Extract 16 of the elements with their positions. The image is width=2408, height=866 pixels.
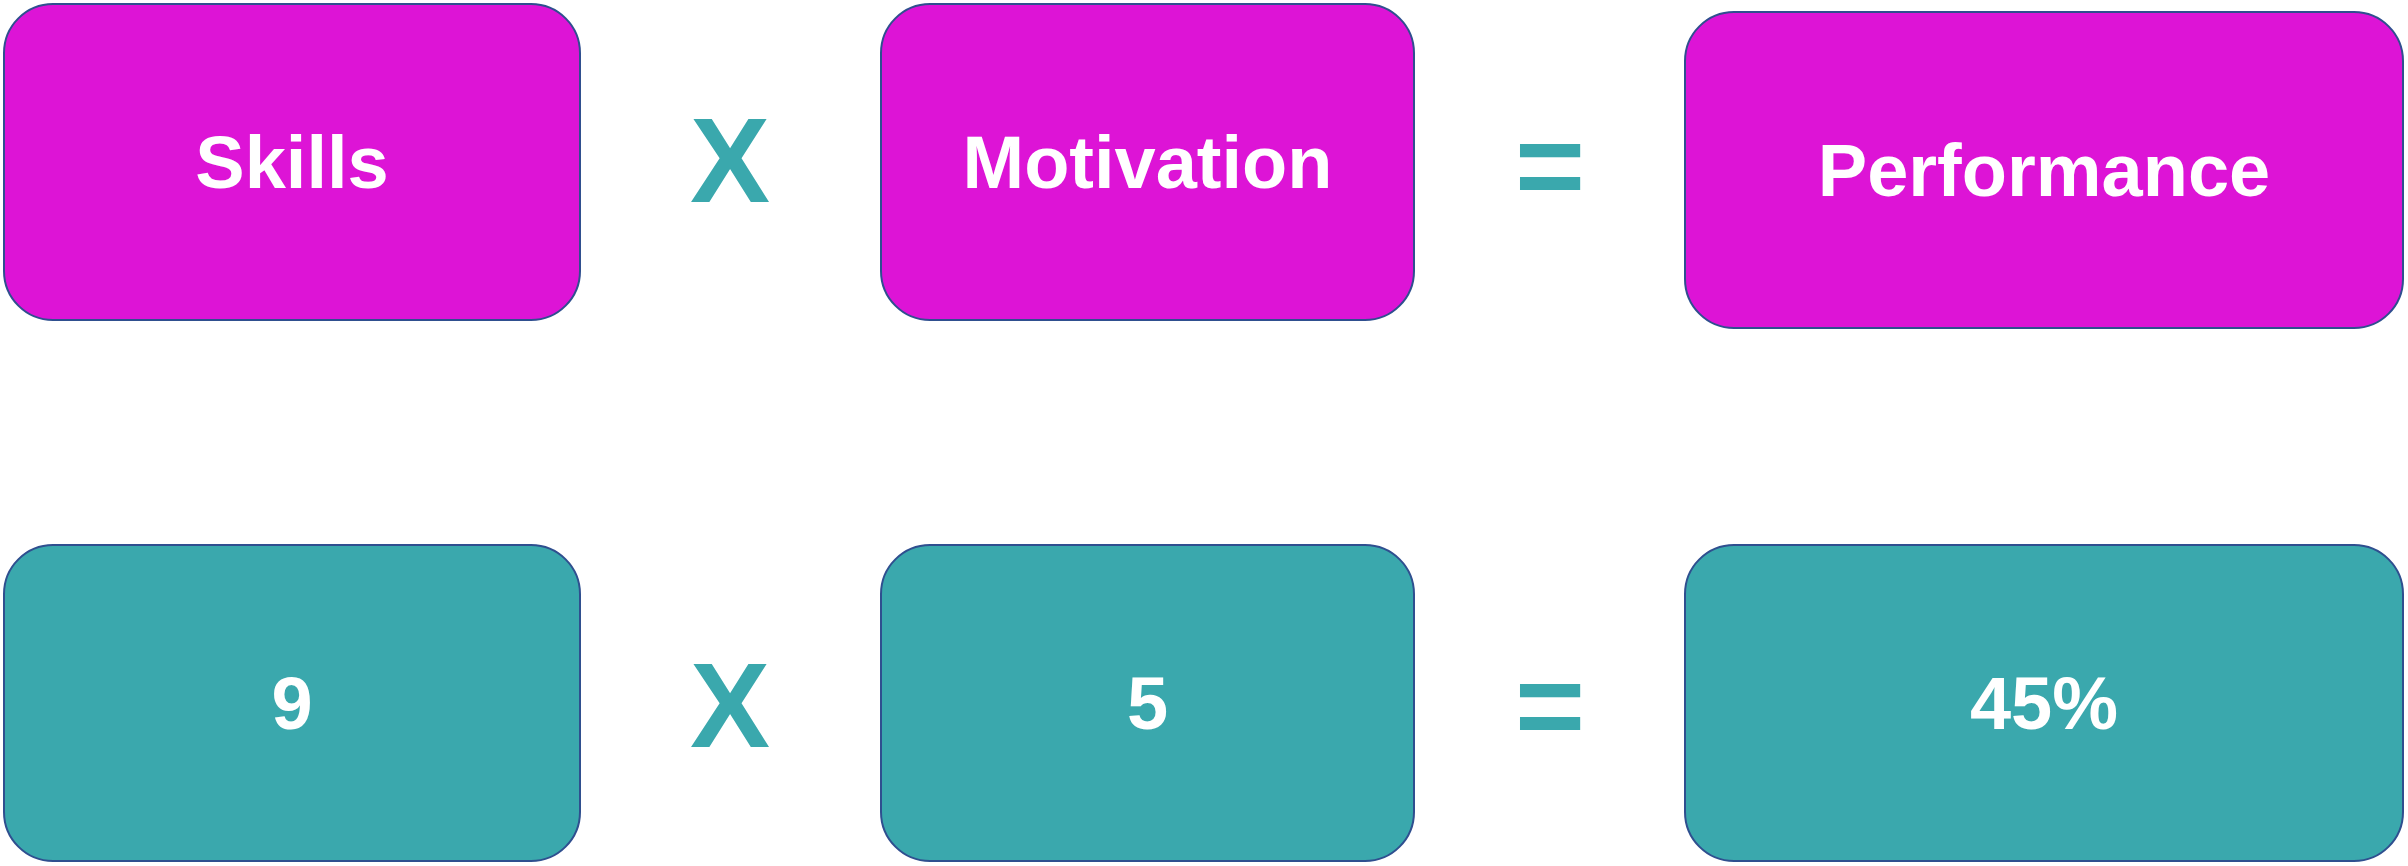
factor-label: Performance [1817,127,2271,213]
value-box [1684,544,2404,862]
equals-sign: = [1514,105,1586,225]
equals-sign: = [1514,645,1586,765]
factor-label: Motivation [962,119,1333,205]
value-box [880,544,1415,862]
multiply-sign: X [690,645,770,765]
multiply-sign: X [690,100,770,220]
value-text: 9 [271,660,313,746]
factor-label: Skills [195,119,389,205]
value-box [3,544,581,862]
factor-box [880,3,1415,321]
value-text: 45% [1969,660,2119,746]
value-text: 5 [1126,660,1169,746]
factor-box [3,3,581,321]
factor-box [1684,11,2404,329]
